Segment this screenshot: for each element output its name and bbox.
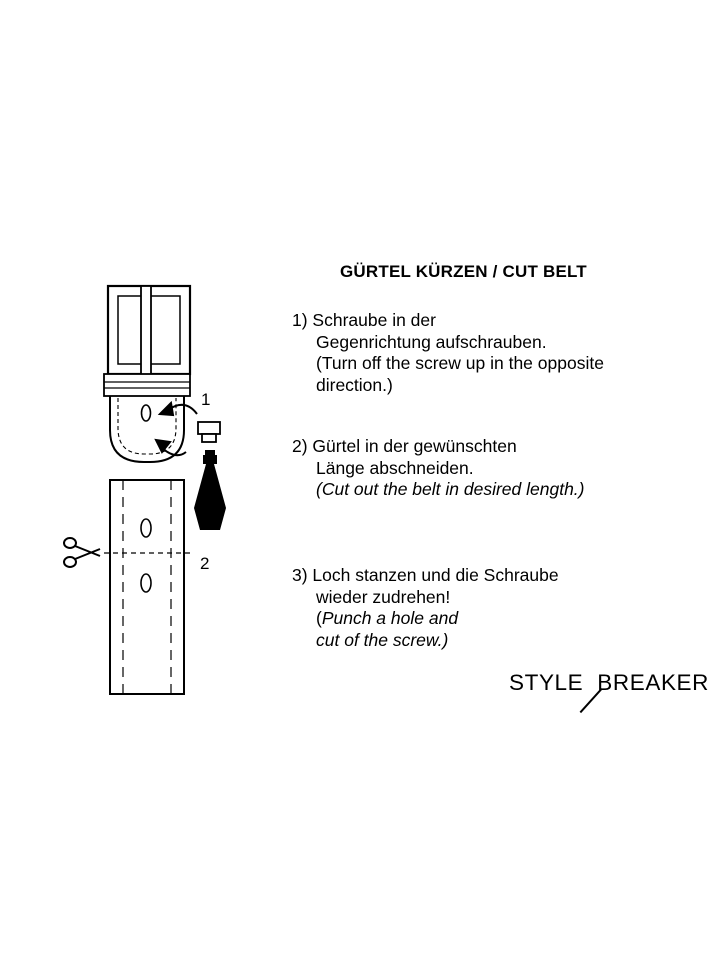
step-1-line-4: direction.)	[316, 374, 393, 395]
step-1-label: 1	[201, 390, 211, 409]
brand-logo: STYLE BREAKER	[509, 670, 709, 696]
step-3-line-3-text: Punch a hole and	[321, 608, 459, 628]
belt-buckle-icon	[103, 284, 192, 463]
step-3-line-3: (Punch a hole and	[292, 608, 559, 630]
step-2-text: 2) Gürtel in der gewünschten Länge absch…	[292, 436, 585, 501]
step-3-paren: (	[316, 608, 322, 628]
belt-strap-icon	[104, 479, 190, 695]
step-2-label: 2	[200, 554, 210, 573]
step-2-line-2: Länge abschneiden.	[316, 457, 474, 478]
step-1-text: 1) Schraube in der Gegenrichtung aufschr…	[292, 310, 604, 396]
rotate-arrow-icon	[154, 400, 198, 457]
step-3-line-2: wieder zudrehen!	[316, 586, 451, 607]
step-2-line-1: 2) Gürtel in der gewünschten	[292, 436, 517, 456]
step-3-line-4: cut of the screw.)	[316, 629, 449, 650]
step-3-text: 3) Loch stanzen und die Schraube wieder …	[292, 565, 559, 651]
step-1-line-1: 1) Schraube in der	[292, 310, 436, 330]
step-1-line-3: (Turn off the screw up in the opposite	[316, 353, 604, 373]
step-3-line-1: 3) Loch stanzen und die Schraube	[292, 565, 559, 585]
brand-logo-left: STYLE	[509, 670, 584, 695]
step-1-line-2: Gegenrichtung aufschrauben.	[316, 331, 547, 352]
screwdriver-icon	[194, 450, 226, 530]
scissors-icon	[63, 537, 101, 568]
step-2-line-3: (Cut out the belt in desired length.)	[316, 479, 585, 499]
instruction-title: GÜRTEL KÜRZEN / CUT BELT	[340, 262, 587, 281]
screw-icon	[197, 421, 221, 443]
brand-logo-right: BREAKER	[597, 670, 710, 695]
